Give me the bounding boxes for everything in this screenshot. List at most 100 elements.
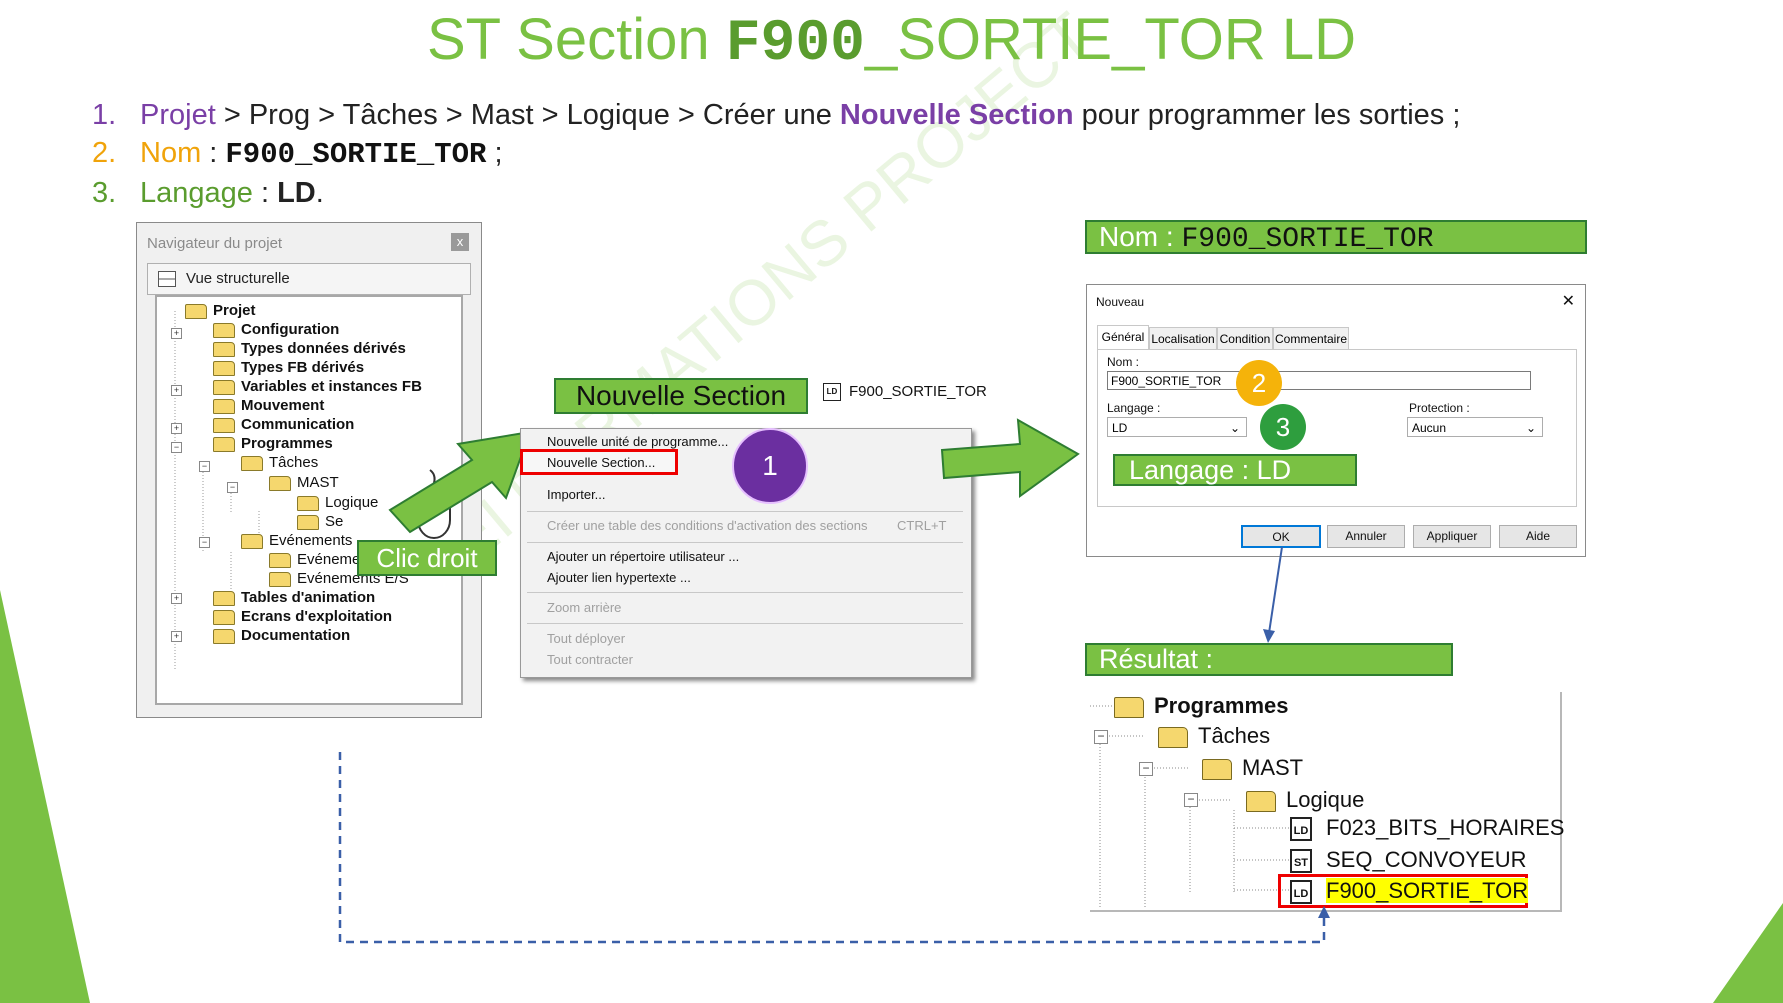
close-icon[interactable]: x [451, 233, 469, 251]
step-text: : [252, 177, 278, 209]
tree-item[interactable]: Se [297, 511, 343, 532]
tab-general[interactable]: Général [1097, 325, 1149, 352]
result-tree-item-new-section[interactable]: LD F900_SORTIE_TOR [1290, 877, 1529, 905]
langage-banner: Langage : LD [1113, 454, 1357, 486]
apply-button[interactable]: Appliquer [1413, 525, 1491, 548]
section-file-label: F900_SORTIE_TOR [849, 383, 987, 400]
tab-condition[interactable]: Condition [1217, 327, 1273, 351]
tab-localisation[interactable]: Localisation [1149, 327, 1217, 351]
collapse-icon[interactable]: − [171, 442, 182, 453]
dashed-connector [338, 752, 1330, 944]
tree-item[interactable]: Tables d'animation [213, 587, 375, 608]
tree-item-label: Ecrans d'exploitation [241, 608, 393, 625]
expand-icon[interactable]: + [171, 593, 182, 604]
langage-label: Langage : [1107, 401, 1161, 415]
protection-select[interactable]: Aucun⌄ [1407, 417, 1543, 437]
folder-icon [1158, 726, 1188, 748]
menu-separator [527, 623, 963, 624]
expand-icon[interactable]: + [171, 385, 182, 396]
tree-item[interactable]: Evénements [241, 530, 352, 551]
tree-item[interactable]: Projet [185, 300, 256, 321]
menu-item-expand-all[interactable]: Tout déployer [547, 631, 626, 646]
menu-item-new-program-unit[interactable]: Nouvelle unité de programme... [547, 434, 729, 449]
collapse-icon[interactable]: − [1094, 730, 1108, 744]
step-highlight: Nouvelle Section [839, 99, 1074, 131]
expand-icon[interactable]: + [171, 423, 182, 434]
nom-banner-value: F900_SORTIE_TOR [1181, 224, 1434, 255]
tree-item-label: Mouvement [241, 397, 325, 414]
menu-item-import[interactable]: Importer... [547, 487, 606, 502]
structural-view-tab[interactable]: Vue structurelle [147, 263, 471, 295]
result-item-label: Logique [1286, 787, 1365, 812]
cancel-button[interactable]: Annuler [1327, 525, 1405, 548]
tree-item-label: Communication [241, 416, 355, 433]
folder-icon [213, 360, 235, 376]
menu-item-zoom-out[interactable]: Zoom arrière [547, 600, 622, 615]
collapse-icon[interactable]: − [1184, 793, 1198, 807]
step-badge-3: 3 [1260, 404, 1306, 450]
ld-section-icon: LD [1290, 880, 1312, 905]
tree-item[interactable]: MAST [269, 472, 339, 493]
menu-item-add-hyperlink[interactable]: Ajouter lien hypertexte ... [547, 570, 691, 585]
menu-item-new-section[interactable]: Nouvelle Section... [547, 455, 656, 470]
result-tree-item[interactable]: Logique [1246, 786, 1364, 814]
menu-item-collapse-all[interactable]: Tout contracter [547, 652, 633, 667]
step-text: . [315, 177, 324, 209]
help-button[interactable]: Aide [1499, 525, 1577, 548]
menu-item-activation-table[interactable]: Créer une table des conditions d'activat… [547, 518, 868, 533]
tree-item[interactable]: Variables et instances FB [213, 376, 422, 397]
step-3: 3.Langage : LD. [92, 174, 1460, 212]
expand-icon[interactable]: + [171, 328, 182, 339]
folder-icon [213, 379, 235, 395]
collapse-icon[interactable]: − [199, 537, 210, 548]
langage-select[interactable]: LD ⌄ [1107, 417, 1247, 437]
step-number: 1. [92, 99, 117, 131]
ld-section-icon: LD [823, 383, 841, 402]
tree-item[interactable]: Types données dérivés [213, 338, 406, 359]
tree-item-label: Logique [325, 494, 379, 511]
tree-item[interactable]: Programmes [213, 433, 333, 454]
result-tree-item[interactable]: MAST [1202, 754, 1303, 782]
folder-icon [213, 322, 235, 338]
menu-separator [527, 511, 963, 512]
result-tree-item[interactable]: Programmes [1114, 692, 1289, 720]
folder-icon [241, 533, 263, 549]
step-highlight: F900_SORTIE_TOR [225, 138, 487, 171]
tree-item[interactable]: Ecrans d'exploitation [213, 606, 392, 627]
context-menu: Nouvelle unité de programme... Nouvelle … [520, 428, 972, 678]
tree-item-label: Tâches [269, 454, 319, 471]
tree-item[interactable]: Mouvement [213, 395, 324, 416]
tree-item[interactable]: Communication [213, 414, 354, 435]
result-tree-item[interactable]: Tâches [1158, 722, 1270, 750]
tree-item[interactable]: Configuration [213, 319, 339, 340]
nom-input[interactable]: F900_SORTIE_TOR [1107, 371, 1531, 390]
chevron-down-icon: ⌄ [1229, 421, 1240, 435]
collapse-icon[interactable]: − [199, 461, 210, 472]
tab-commentaire[interactable]: Commentaire [1273, 327, 1349, 351]
folder-icon [185, 303, 207, 319]
close-icon[interactable]: ✕ [1561, 293, 1575, 310]
collapse-icon[interactable]: − [227, 482, 238, 493]
decor-right-triangle [1713, 903, 1783, 1003]
nom-label: Nom : [1107, 355, 1140, 369]
result-item-label: F900_SORTIE_TOR [1326, 878, 1529, 903]
folder-icon [213, 398, 235, 414]
menu-item-add-user-dir[interactable]: Ajouter un répertoire utilisateur ... [547, 549, 740, 564]
result-tree-lines [1090, 705, 1290, 908]
menu-item-shortcut: CTRL+T [897, 518, 947, 533]
langage-value: LD [1112, 421, 1128, 435]
step-text: pour programmer les sorties ; [1073, 99, 1461, 131]
step-2: 2.Nom : F900_SORTIE_TOR ; [92, 134, 1460, 174]
chevron-down-icon: ⌄ [1525, 421, 1536, 435]
view-label: Vue structurelle [186, 270, 290, 287]
collapse-icon[interactable]: − [1139, 762, 1153, 776]
tree-item[interactable]: Tâches [241, 452, 318, 473]
tree-item[interactable]: Types FB dérivés [213, 357, 364, 378]
title-suffix: _SORTIE_TOR LD [864, 7, 1357, 72]
expand-icon[interactable]: + [171, 631, 182, 642]
tree-item[interactable]: Documentation [213, 625, 350, 646]
tree-item[interactable]: Logique [297, 492, 378, 513]
